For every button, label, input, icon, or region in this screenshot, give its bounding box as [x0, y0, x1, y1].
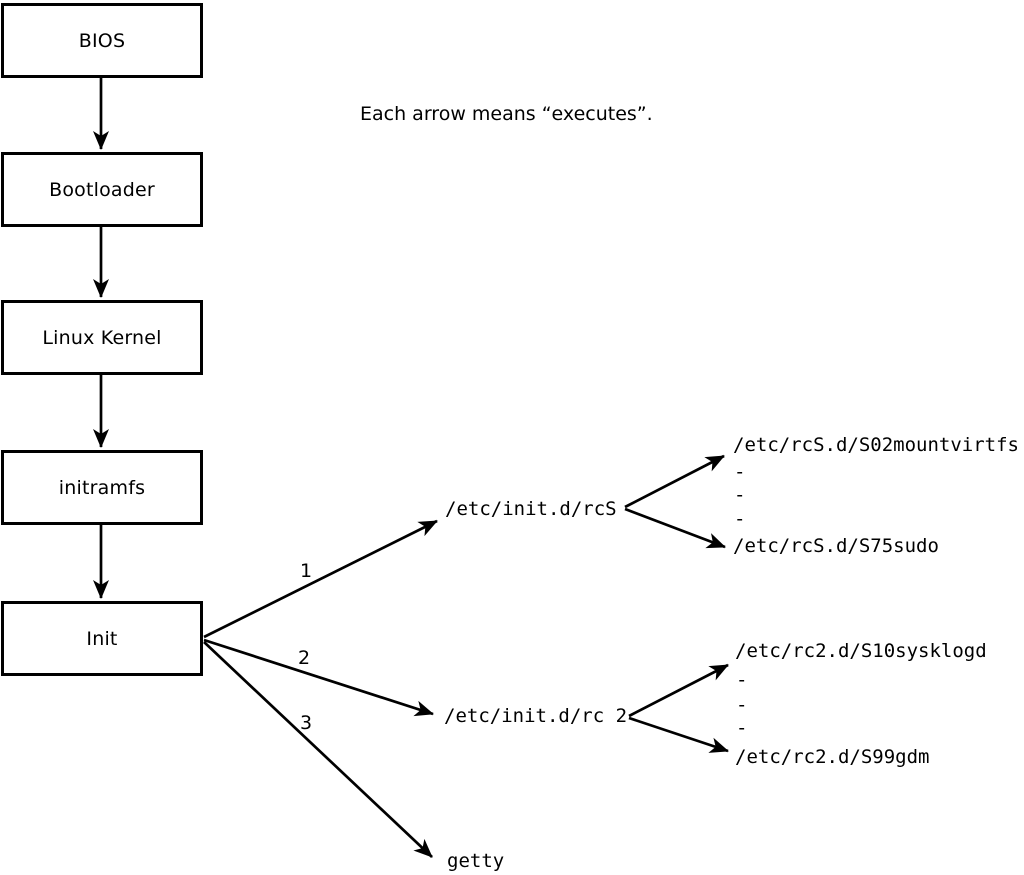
arrow-rc2-to-S10sysklogd	[628, 663, 729, 718]
node-initramfs: initramfs	[1, 450, 203, 525]
label-rcS-ellipsis-1: -	[734, 461, 746, 483]
edge-order-label-2: 2	[297, 647, 311, 669]
arrow-rcS-to-S02mountvirtfs	[624, 454, 725, 509]
node-bootloader: Bootloader	[1, 152, 203, 227]
label-rc2-d-S10sysklogd: /etc/rc2.d/S10sysklogd	[735, 640, 987, 662]
node-linux-kernel-label: Linux Kernel	[42, 326, 162, 349]
label-init-d-rcS: /etc/init.d/rcS	[445, 498, 617, 520]
label-rcS-ellipsis-3: -	[734, 508, 746, 530]
node-init: Init	[1, 601, 203, 676]
label-getty: getty	[447, 850, 505, 872]
label-rc2-ellipsis-2: -	[736, 694, 748, 716]
arrow-init-to-getty	[203, 641, 433, 858]
arrow-rc2-to-S99gdm	[628, 716, 729, 753]
node-initramfs-label: initramfs	[58, 476, 146, 499]
label-rc2-ellipsis-1: -	[736, 669, 748, 691]
node-bios: BIOS	[1, 3, 203, 78]
label-rcS-d-S75sudo: /etc/rcS.d/S75sudo	[733, 535, 939, 557]
edge-order-label-3: 3	[299, 712, 313, 734]
label-rc2-d-S99gdm: /etc/rc2.d/S99gdm	[735, 746, 930, 768]
arrow-init-to-rcS	[203, 519, 438, 639]
label-rc2-ellipsis-3: -	[736, 717, 748, 739]
node-bios-label: BIOS	[78, 29, 126, 52]
arrow-rcS-to-S75sudo	[624, 507, 726, 549]
node-linux-kernel: Linux Kernel	[1, 300, 203, 375]
edge-order-label-1: 1	[299, 560, 313, 582]
label-rcS-d-S02mountvirtfs: /etc/rcS.d/S02mountvirtfs	[733, 434, 1019, 456]
legend-note: Each arrow means “executes”.	[360, 103, 653, 125]
node-bootloader-label: Bootloader	[49, 178, 155, 201]
label-init-d-rc2: /etc/init.d/rc 2	[444, 705, 628, 727]
arrow-init-to-rc2	[203, 638, 434, 717]
node-init-label: Init	[86, 627, 118, 650]
label-rcS-ellipsis-2: -	[734, 484, 746, 506]
